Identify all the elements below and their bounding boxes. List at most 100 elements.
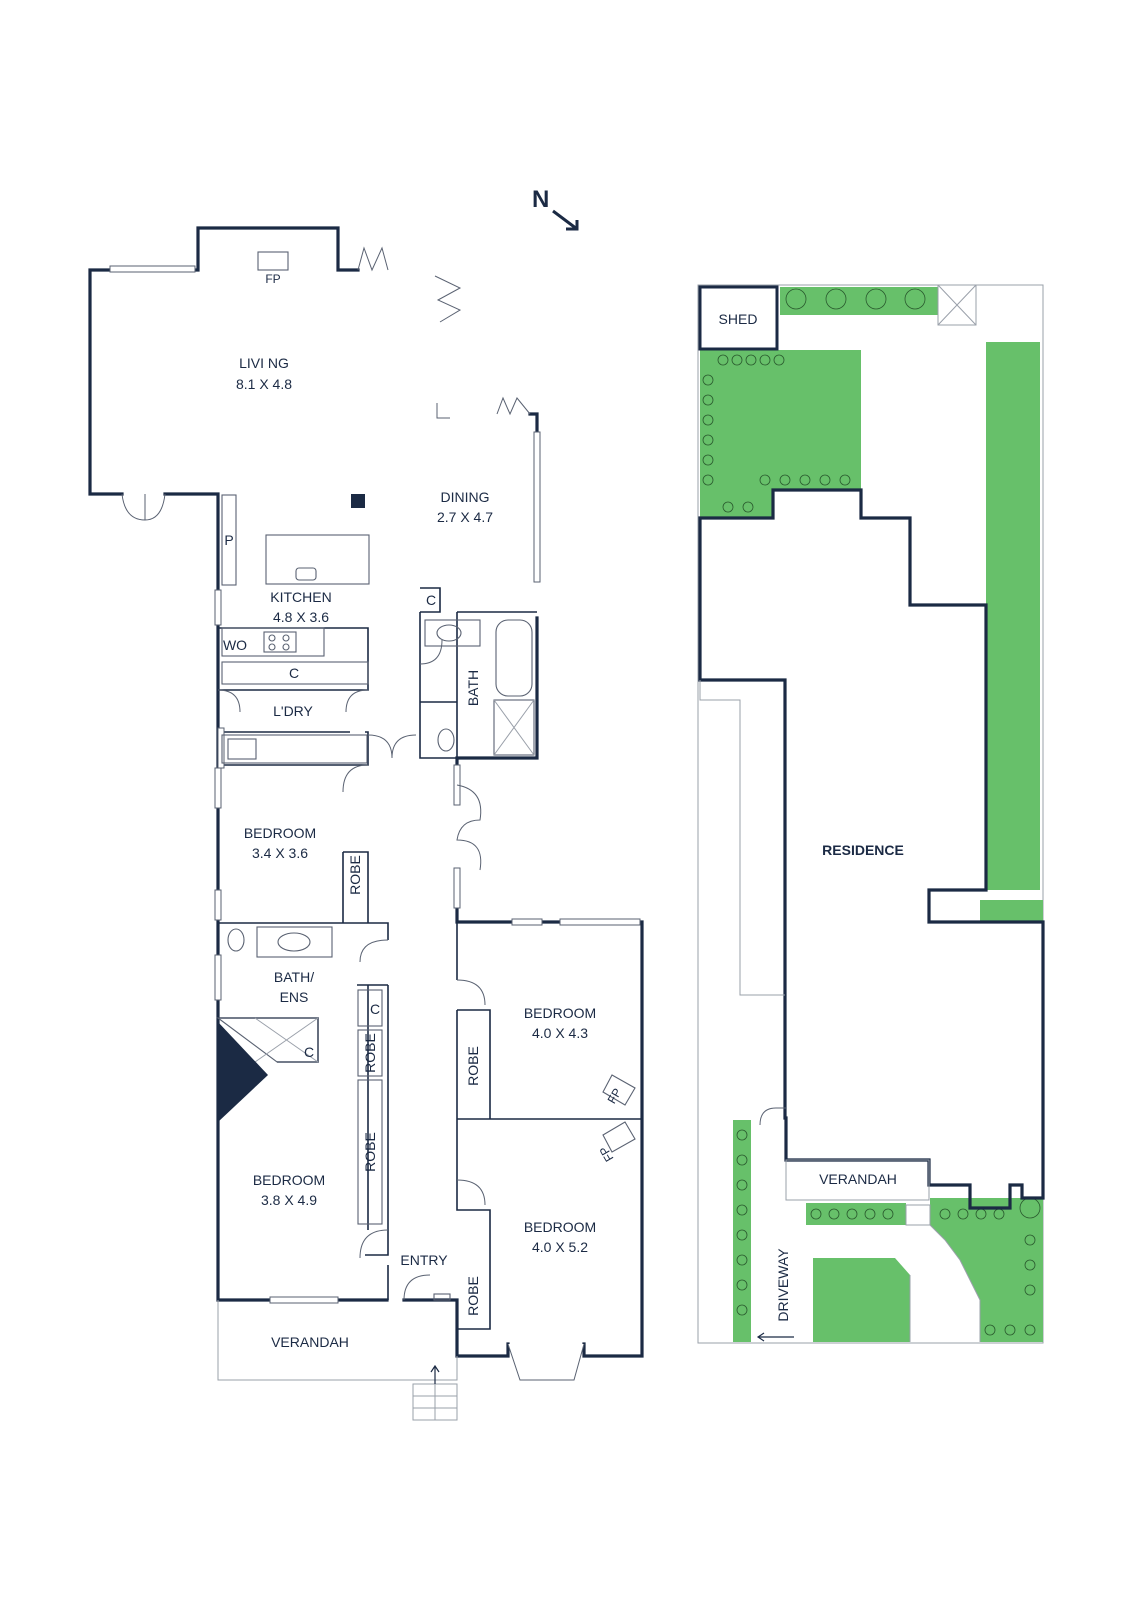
- kitchen-bench: [221, 627, 325, 657]
- burner-icon: [268, 634, 276, 642]
- floor-plan: LIVI NG 8.1 X 4.8 FP DINING 2.7 X 4.7 P …: [88, 226, 644, 1421]
- shrub-icon: [736, 1154, 748, 1166]
- living-dims: 8.1 X 4.8: [236, 376, 292, 392]
- robe4-label: ROBE: [465, 1276, 481, 1316]
- bedroom1-door: [342, 764, 369, 793]
- pantry-label: P: [224, 532, 233, 548]
- shrub-icon: [819, 474, 831, 486]
- toilet-icon: [437, 728, 455, 752]
- shrub-icon: [745, 354, 757, 366]
- shed-label: SHED: [719, 311, 758, 327]
- shrub-icon: [736, 1229, 748, 1241]
- north-arrow-icon: [552, 209, 579, 231]
- north-arrow: N: [532, 186, 579, 231]
- laundry-label: L'DRY: [273, 703, 313, 719]
- tree-icon: [865, 288, 887, 310]
- ens-line1: BATH/: [274, 969, 314, 985]
- ens-corner-solid: [218, 1022, 268, 1122]
- shrub-icon: [839, 474, 851, 486]
- kitchen-cupboard: [221, 661, 369, 685]
- tree-icon: [904, 288, 926, 310]
- driveway-arrow-icon: [756, 1332, 794, 1342]
- burner-icon: [282, 643, 290, 651]
- residence-label: RESIDENCE: [822, 842, 904, 858]
- verandah-label: VERANDAH: [271, 1334, 349, 1350]
- shrub-icon: [975, 1208, 987, 1220]
- basin-icon: [436, 624, 462, 642]
- fireplace-living: [257, 251, 289, 271]
- dining-window: [533, 431, 541, 583]
- wall-stub: [436, 403, 450, 419]
- shrub-icon: [702, 394, 714, 406]
- shrub-icon: [702, 474, 714, 486]
- bedroom4-name: BEDROOM: [524, 1219, 596, 1235]
- entry-label: ENTRY: [400, 1252, 448, 1268]
- ens-cupboard1-label: C: [370, 1001, 380, 1017]
- shrub-icon: [1024, 1259, 1036, 1271]
- shrub-icon: [742, 501, 754, 513]
- kitchen-cupboard-label: C: [289, 665, 299, 681]
- ens-shower-cross: [254, 1017, 319, 1063]
- ens-cupboard: [357, 989, 383, 1027]
- bath-double-door: [367, 734, 417, 759]
- shrub-icon: [736, 1279, 748, 1291]
- robe2a-label: ROBE: [362, 1033, 378, 1073]
- column-post: [351, 494, 365, 508]
- shrub-icon: [717, 354, 729, 366]
- robe1-label: ROBE: [347, 855, 363, 895]
- robe2b-label: ROBE: [362, 1132, 378, 1172]
- shrub-icon: [1004, 1324, 1016, 1336]
- bedroom1-window-a: [214, 767, 222, 809]
- entry-arrow-icon: [430, 1364, 440, 1384]
- robe3-label: ROBE: [465, 1046, 481, 1086]
- ens-toilet-icon: [227, 928, 245, 952]
- shrub-icon: [939, 1208, 951, 1220]
- pantry-unit: [221, 494, 237, 586]
- front-lawn: [813, 1258, 910, 1342]
- site-tank: [937, 284, 977, 326]
- living-top-wall: [193, 226, 360, 272]
- ens-basin-icon: [277, 932, 311, 952]
- shed-outline: [698, 285, 779, 351]
- living-window: [109, 265, 196, 273]
- shrub-icon: [1024, 1284, 1036, 1296]
- fp3-label: FP: [605, 1086, 625, 1106]
- shrub-icon: [702, 414, 714, 426]
- front-verandah-outline: [217, 1300, 458, 1381]
- shrub-icon: [731, 354, 743, 366]
- shrub-icon: [736, 1304, 748, 1316]
- bedroom2-window: [269, 1296, 339, 1304]
- tank-cross: [937, 284, 977, 326]
- ens-vanity: [256, 926, 333, 958]
- shrub-icon: [1024, 1324, 1036, 1336]
- wall-oven-label: WO: [223, 637, 247, 653]
- exterior-walls: [88, 268, 644, 1358]
- bifold-door-top: [357, 246, 389, 272]
- island-sink-icon: [295, 567, 317, 581]
- kitchen-dims: 4.8 X 3.6: [273, 609, 329, 625]
- shrub-icon: [810, 1208, 822, 1220]
- laundry-doors: [217, 689, 369, 713]
- shrub-icon: [984, 1324, 996, 1336]
- site-boundary: [697, 284, 1044, 1344]
- bedroom2-dims: 3.8 X 4.9: [261, 1192, 317, 1208]
- bath-cupboard-label: C: [426, 592, 436, 608]
- kitchen-name: KITCHEN: [270, 589, 331, 605]
- vanity: [424, 619, 481, 647]
- residence-outline: [698, 488, 1045, 1210]
- site-verandah: [785, 1159, 930, 1201]
- bedroom2-name: BEDROOM: [253, 1172, 325, 1188]
- fp4-label: FP: [597, 1144, 617, 1164]
- shrub-icon: [736, 1129, 748, 1141]
- burner-icon: [268, 643, 276, 651]
- shrub-icon: [1024, 1234, 1036, 1246]
- robe-2a-unit: [357, 1029, 383, 1077]
- shrub-icon: [702, 374, 714, 386]
- burner-icon: [282, 634, 290, 642]
- rear-lawn: [700, 350, 861, 518]
- bifold-door-mid: [434, 275, 462, 323]
- bedroom4-door: [456, 1179, 486, 1206]
- living-name: LIVI NG: [239, 355, 289, 371]
- shrub-icon: [736, 1179, 748, 1191]
